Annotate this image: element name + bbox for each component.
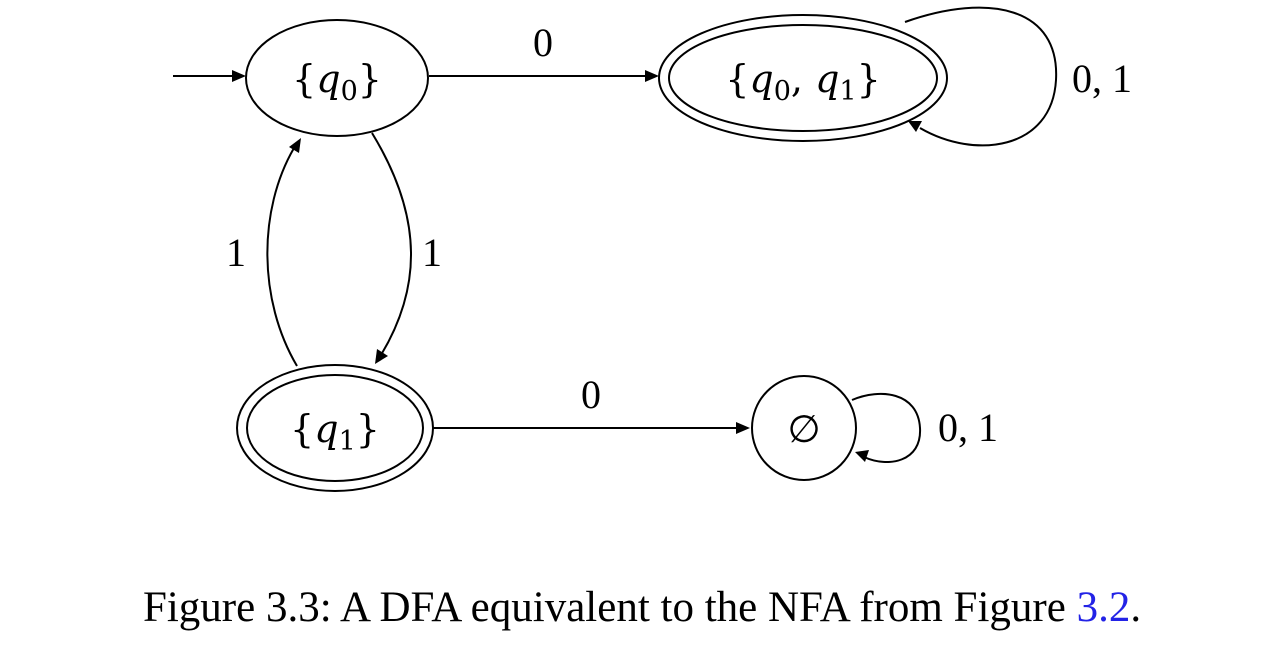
start-arrow [173,70,246,82]
state-q0: {q0} [245,19,429,137]
transition-label: 1 [422,230,442,275]
state-label: ∅ [787,407,820,451]
state-label: {q0} [292,57,382,107]
caption-text: Figure 3.3: A DFA equivalent to the NFA … [142,584,1077,631]
transition-label: 0, 1 [938,405,998,450]
transition-label: 0 [581,372,601,417]
state-q0q1: {q0, q1} [658,14,948,142]
state-q1: {q1} [236,364,434,492]
caption-end: . [1130,584,1142,631]
transition-q0-to-q1: 1 [371,132,442,364]
transition-label: 0 [533,20,553,65]
state-inner-ellipse [668,24,938,132]
transition-q1-to-empty: 0 [432,372,750,434]
transition-q0-to-q0q1: 0 [429,20,659,82]
state-label: {q0, q1} [725,57,881,107]
transition-q1-to-q0: 1 [226,138,301,367]
self-loop-q0q1: 0, 1 [904,6,1132,147]
figure-reference-link[interactable]: 3.2 [1076,584,1131,631]
transition-label: 1 [226,230,246,275]
self-loop-empty: 0, 1 [851,393,998,464]
transition-label: 0, 1 [1072,56,1132,101]
state-empty: ∅ [751,375,857,481]
figure-caption: Figure 3.3: A DFA equivalent to the NFA … [0,586,1284,629]
state-label: {q1} [290,407,380,457]
state-inner-ellipse [246,374,424,482]
state-ellipse [245,19,429,137]
state-circle [751,375,857,481]
